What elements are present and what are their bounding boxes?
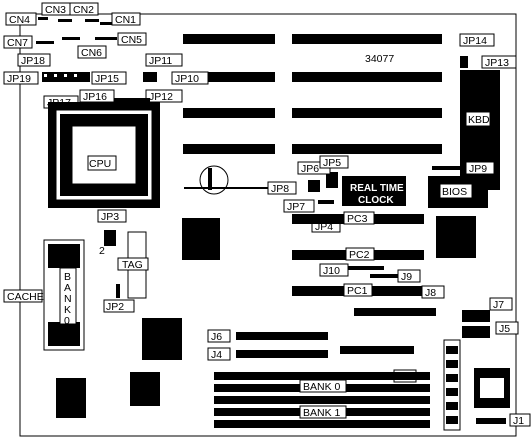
j7-pins xyxy=(462,310,490,322)
isa-slot-8 xyxy=(292,144,442,154)
isa-slot-2 xyxy=(183,72,275,82)
j6-pins xyxy=(236,332,328,340)
label-cn5: CN5 xyxy=(121,34,142,46)
label-j5: J5 xyxy=(499,323,510,335)
j10-pins xyxy=(348,266,384,270)
label-j8: J8 xyxy=(425,287,436,299)
label-j9: J9 xyxy=(401,271,412,283)
chip-5 xyxy=(436,216,476,258)
label-tag: TAG xyxy=(122,259,143,271)
label-j10: J10 xyxy=(323,265,340,277)
memory-banks: BANK 0 BANK 1 xyxy=(214,372,430,428)
cn4-pins xyxy=(38,17,48,20)
cn1-pins xyxy=(100,22,112,25)
label-bios: BIOS xyxy=(442,186,467,198)
jumper-cluster-mid: JP6 JP5 JP8 JP7 JP4 xyxy=(267,155,349,233)
jp3-pins xyxy=(104,230,116,246)
cn-labels: CN4 CN3 CN2 CN1 CN7 CN6 CN5 xyxy=(3,2,147,59)
label-jp11: JP11 xyxy=(149,55,172,67)
isa-slot-6 xyxy=(292,72,442,82)
label-cn3: CN3 xyxy=(45,4,66,16)
chip-3 xyxy=(56,378,86,418)
cache-chips: B A N K 0 CACHE xyxy=(3,239,85,351)
label-j4: J4 xyxy=(211,349,222,361)
label-jp3: JP3 xyxy=(101,211,119,223)
label-cn1: CN1 xyxy=(115,14,136,26)
board-outline xyxy=(19,13,517,437)
keyboard-jack xyxy=(474,368,510,408)
label-jp16: JP16 xyxy=(83,91,107,103)
label-cpu: CPU xyxy=(89,158,111,170)
isa-slot-7 xyxy=(292,108,442,118)
label-cn7: CN7 xyxy=(7,37,28,49)
label-j6: J6 xyxy=(211,331,222,343)
label-bank1: BANK 1 xyxy=(303,407,341,419)
chip-2 xyxy=(142,318,182,360)
label-kbd: KBD xyxy=(468,114,490,126)
label-cn4: CN4 xyxy=(9,14,30,26)
j3-pins xyxy=(340,346,414,354)
j4-pins xyxy=(236,350,328,358)
jp-labels-left: JP18 JP19 JP15 JP17 JP16 JP11 JP10 JP12 xyxy=(3,53,209,109)
bank0-letter-2: A xyxy=(64,282,71,294)
battery xyxy=(184,165,270,195)
bank0-letter-4: K xyxy=(64,304,71,316)
label-bank0: BANK 0 xyxy=(303,381,341,393)
label-jp13: JP13 xyxy=(485,57,509,69)
label-jp10: JP10 xyxy=(175,73,199,85)
label-jp19: JP19 xyxy=(7,73,31,85)
bank0-letter-5: 0 xyxy=(64,315,70,327)
label-pc2: PC2 xyxy=(349,249,370,261)
label-jp8: JP8 xyxy=(271,183,289,195)
rtc-chip: REAL TIME CLOCK xyxy=(342,176,406,206)
cn3-pins xyxy=(58,19,72,22)
label-j1: J1 xyxy=(513,415,524,427)
cn7-pins xyxy=(36,41,54,44)
label-jp15: JP15 xyxy=(95,73,119,85)
tag-chips: TAG xyxy=(117,231,149,299)
cpu-socket: CPU xyxy=(48,98,160,208)
power-connector xyxy=(443,339,461,431)
label-pc3: PC3 xyxy=(347,213,368,225)
label-jp7: JP7 xyxy=(287,201,305,213)
chip-4 xyxy=(130,372,160,406)
bank0-letter-1: B xyxy=(64,271,71,283)
bank0-letter-3: N xyxy=(64,293,72,305)
j5-pins xyxy=(462,326,490,338)
label-jp5: JP5 xyxy=(323,157,341,169)
label-pin2: 2 xyxy=(99,245,105,257)
label-jp6: JP6 xyxy=(301,163,319,175)
label-jp18: JP18 xyxy=(21,55,45,67)
j1-pins xyxy=(476,418,506,424)
label-jp2: JP2 xyxy=(106,301,124,313)
label-pc1: PC1 xyxy=(347,285,368,297)
label-rtc-line2: CLOCK xyxy=(358,195,394,206)
chip-1 xyxy=(182,218,220,260)
label-cn2: CN2 xyxy=(73,4,94,16)
j9-pins xyxy=(370,274,400,278)
isa-slot-1 xyxy=(183,34,275,44)
board-id: 34077 xyxy=(365,53,394,65)
label-cn6: CN6 xyxy=(81,47,102,59)
jp2-pins xyxy=(116,284,120,298)
label-rtc-line1: REAL TIME xyxy=(350,183,404,194)
j8-pins xyxy=(354,308,436,316)
jumper-cluster-left xyxy=(42,72,157,82)
label-cache: CACHE xyxy=(7,291,44,303)
isa-slot-4 xyxy=(183,144,275,154)
cn2-pins xyxy=(85,19,99,22)
label-jp12: JP12 xyxy=(149,91,173,103)
label-jp14: JP14 xyxy=(463,35,487,47)
isa-slot-3 xyxy=(183,108,275,118)
isa-slot-5 xyxy=(292,34,442,44)
label-j7: J7 xyxy=(493,299,504,311)
label-jp9: JP9 xyxy=(469,163,487,175)
cn5-pins xyxy=(95,37,117,40)
cn6-pins xyxy=(62,37,80,40)
